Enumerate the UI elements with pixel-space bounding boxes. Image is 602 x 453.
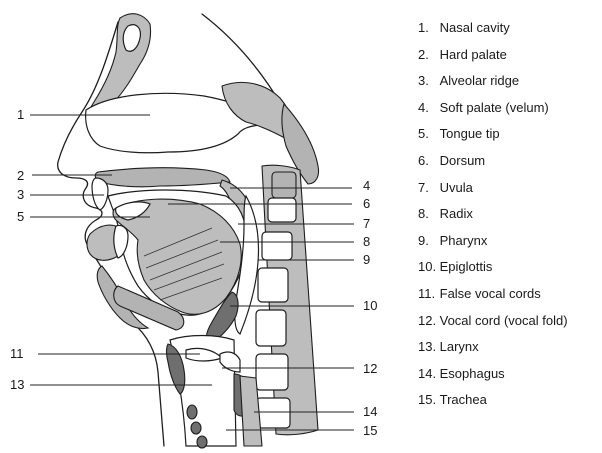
vertebral-column: [255, 164, 319, 436]
legend-label: Epiglottis: [439, 259, 493, 275]
legend-label: Tongue tip: [439, 126, 500, 142]
legend-item: 14. Esophagus: [418, 361, 602, 388]
legend-number: 14.: [418, 365, 437, 381]
legend-number: 7.: [418, 179, 429, 195]
hyoid-muscle: [113, 285, 185, 331]
legend-item: 4. Soft palate (velum): [418, 95, 602, 122]
frontal-sinus: [122, 24, 141, 52]
legend-item: 12. Vocal cord (vocal fold): [418, 308, 602, 335]
legend-label: Uvula: [439, 179, 473, 195]
legend-item: 15. Trachea: [418, 387, 602, 414]
upper-incisor: [91, 177, 109, 211]
legend-number: 10.: [418, 259, 437, 275]
callout-numbers: 1 2 3 4 5 6 7 8 9 10 11 12 13 14 15: [10, 107, 377, 438]
callout-15: 15: [363, 423, 377, 438]
tongue-tip-surface: [115, 201, 151, 221]
legend-number: 1.: [418, 20, 429, 35]
callout-1: 1: [17, 107, 24, 122]
legend-label: Soft palate (velum): [439, 99, 549, 115]
legend-label: Dorsum: [439, 152, 486, 168]
legend-item: 3. Alveolar ridge: [418, 68, 602, 95]
vocal-folds: [219, 351, 241, 373]
legend-number: 13.: [418, 339, 437, 355]
legend-item: 10. Epiglottis: [418, 254, 602, 281]
esophagus: [239, 375, 263, 447]
legend-number: 2.: [418, 46, 429, 62]
trachea-rings: [186, 404, 208, 449]
hard-palate-shape: [94, 167, 231, 188]
legend-number: 15.: [418, 392, 437, 408]
legend-number: 11.: [418, 285, 436, 301]
callout-8: 8: [363, 234, 370, 249]
legend-label: Radix: [439, 206, 473, 222]
legend-item: 11. False vocal cords: [418, 281, 602, 308]
legend-number: 9.: [418, 232, 429, 248]
legend-item: 9. Pharynx: [418, 228, 602, 255]
legend-label: Pharynx: [439, 232, 488, 248]
pharynx: [234, 194, 260, 335]
legend-item: 7. Uvula: [418, 175, 602, 202]
legend-label: False vocal cords: [439, 285, 541, 301]
legend-label: Alveolar ridge: [439, 73, 520, 89]
legend-number: 4.: [418, 99, 429, 115]
thyroid-cartilage: [165, 343, 186, 395]
legend-item: 2. Hard palate: [418, 42, 602, 69]
legend-item: 6. Dorsum: [418, 148, 602, 175]
callout-12: 12: [363, 361, 377, 376]
callout-4: 4: [363, 178, 370, 193]
legend-item: 8. Radix: [418, 201, 602, 228]
occipital: [281, 102, 320, 185]
callout-6: 6: [363, 196, 370, 211]
legend-number: 3.: [418, 73, 429, 89]
legend-number: 8.: [418, 206, 429, 222]
callout-7: 7: [363, 216, 370, 231]
callout-13: 13: [10, 377, 24, 392]
legend-number: 5.: [418, 126, 429, 142]
legend-label: Nasal cavity: [439, 20, 510, 35]
lower-incisor: [113, 224, 129, 259]
legend-label: Vocal cord (vocal fold): [439, 312, 568, 328]
tongue-muscle-fibers: [143, 227, 225, 301]
callout-11: 11: [10, 346, 24, 361]
callout-3: 3: [17, 187, 24, 202]
callout-14: 14: [363, 404, 377, 419]
legend-label: Larynx: [439, 339, 479, 355]
legend-list: 1. Nasal cavity 2. Hard palate 3. Alveol…: [418, 15, 602, 414]
legend-label: Esophagus: [439, 365, 505, 381]
callout-5: 5: [17, 209, 24, 224]
legend-item: 1. Nasal cavity: [418, 15, 602, 42]
callout-10: 10: [363, 298, 377, 313]
legend-item: 13. Larynx: [418, 334, 602, 361]
leader-lines: [30, 114, 354, 431]
callout-2: 2: [17, 168, 24, 183]
legend-number: 12.: [418, 312, 437, 328]
legend-item: 5. Tongue tip: [418, 121, 602, 148]
callout-9: 9: [363, 252, 370, 267]
legend-label: Trachea: [439, 392, 487, 408]
legend-label: Hard palate: [439, 46, 507, 62]
legend-number: 6.: [418, 152, 429, 168]
